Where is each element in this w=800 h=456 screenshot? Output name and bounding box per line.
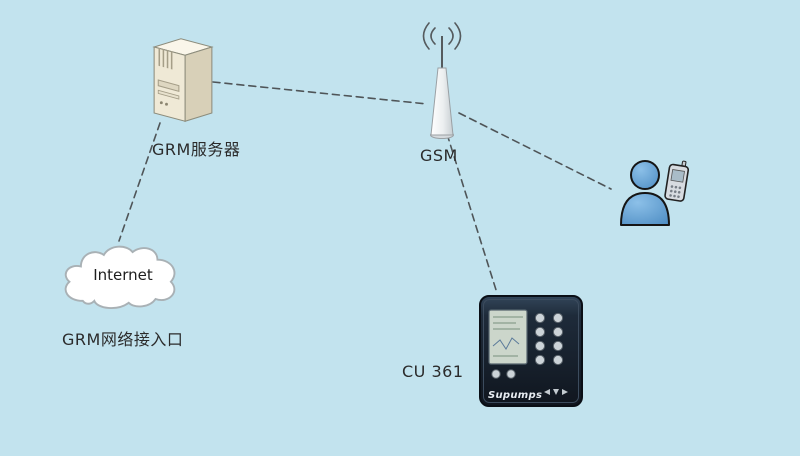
mobile-user-icon (612, 154, 700, 230)
radio-waves-icon (422, 22, 462, 50)
link-gsm-cu361 (446, 133, 498, 294)
device-arrow-keys (544, 389, 568, 395)
device-brand-text: Supumps (488, 390, 543, 401)
link-gsm-user (458, 112, 612, 190)
grm-access-label: GRM网络接入口 (62, 330, 184, 349)
gsm-label: GSM (420, 146, 458, 165)
phone-icon (664, 160, 690, 202)
link-server-cloud (118, 122, 161, 242)
grm-server-icon (150, 36, 216, 124)
cu361-label: CU 361 (402, 362, 464, 381)
gsm-antenna-icon (412, 22, 472, 142)
internet-label: Internet (93, 266, 153, 284)
grm-server-label: GRM服务器 (152, 140, 241, 159)
link-server-gsm (212, 81, 428, 105)
cu361-device: Supumps (478, 294, 584, 408)
internet-cloud-icon: Internet (56, 236, 190, 316)
device-buttons (491, 312, 564, 379)
